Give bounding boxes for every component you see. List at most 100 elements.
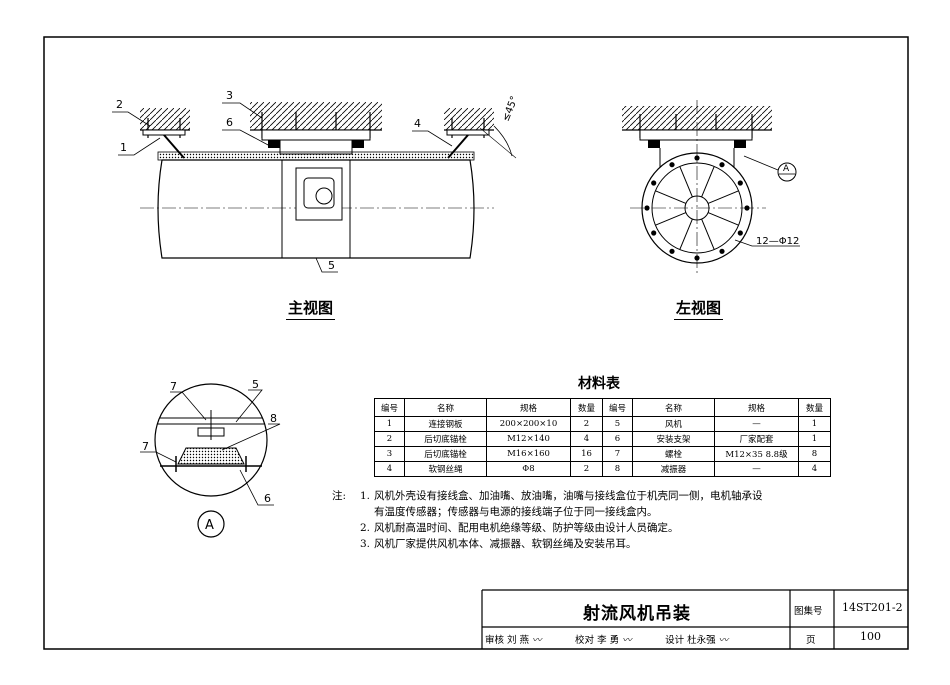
mounting-bracket [261,129,371,141]
note-number: 2. [359,522,370,534]
page-label: 页 [806,635,816,646]
checker-name: 李 勇 [597,635,620,646]
atlas-label: 图集号 [794,606,823,617]
materials-cell: M12×35 8.8级 [714,446,799,462]
materials-cell: 4 [570,431,603,447]
ceiling-hatch-center [250,102,382,130]
note-number [354,504,374,520]
flange-hole [669,248,675,254]
note-number: 3. [359,538,370,550]
callout-detail-5: 5 [252,378,259,391]
fan-blade [707,190,739,204]
materials-cell: 1 [798,431,831,447]
callout-main-6: 6 [226,116,233,129]
materials-header-row: 编号名称规格数量编号名称规格数量 [374,398,831,417]
flange-hole [719,162,725,168]
atlas-number: 14ST201-2 [842,601,903,614]
materials-cell: 4 [374,461,405,477]
reviewer-signature: 〰 [532,635,542,646]
flange-hole [737,180,743,186]
materials-cell: 安装支架 [632,431,715,447]
materials-cell: — [714,416,799,432]
hole-note: 12—Φ12 [756,236,799,247]
fan-top-band [157,151,475,161]
left-view-caption: 左视图 [674,297,724,320]
title-block-frame [481,589,908,649]
ceiling-hatch-left [140,108,190,130]
page-number: 100 [860,630,881,643]
callout-main-5: 5 [328,259,335,272]
materials-cell: 连接钢板 [404,416,487,432]
materials-cell: 200×200×10 [486,416,571,432]
callout-detail-6: 6 [264,492,271,505]
materials-cell: 2 [570,461,603,477]
materials-cell: 螺栓 [632,446,715,462]
callout-main-2: 2 [116,98,123,111]
callout-main-3: 3 [226,89,233,102]
fan-blade [679,218,693,250]
materials-header-cell: 数量 [570,398,603,417]
reviewer-name: 刘 燕 [507,635,530,646]
checker-signature: 〰 [622,635,632,646]
main-view-caption: 主视图 [286,297,336,320]
flange-hole [719,248,725,254]
section-marker-label: A [783,164,790,174]
note-text: 风机外壳设有接线盒、加油嘴、放油嘴，油嘴与接线盒位于机壳同一侧，电机轴承设 [374,490,763,502]
materials-cell: 减振器 [632,461,715,477]
side-bracket [639,129,753,141]
materials-cell: 3 [374,446,405,462]
callout-detail-7b: 7 [142,440,149,453]
review-label: 审核 [485,635,505,646]
main-view: ≤45° 2 1 3 6 4 5 [112,89,521,273]
materials-header-cell: 名称 [632,398,715,417]
materials-header-cell: 编号 [602,398,633,417]
left-view: A 12—Φ12 [622,100,800,276]
check-label: 校对 [575,635,595,646]
materials-cell: 5 [602,416,633,432]
materials-cell: 1 [374,416,405,432]
fan-blade [701,166,715,198]
materials-cell: 2 [570,416,603,432]
materials-cell: 4 [798,461,831,477]
note-item: 2. 风机耐高温时间、配用电机绝缘等级、防护等级由设计人员确定。 [354,520,852,536]
materials-title: 材料表 [578,376,620,392]
damper-block [177,447,245,465]
sheet-frame [43,36,909,650]
materials-cell: — [714,461,799,477]
materials-cell: 后切底锚栓 [404,431,487,447]
flange-hole [669,162,675,168]
design-label: 设计 [665,635,685,646]
materials-header-cell: 规格 [486,398,571,417]
materials-cell: 8 [798,446,831,462]
ceiling-hatch-right [444,108,494,130]
section-marker-circle [777,162,797,182]
detail-marker-label: A [205,518,214,533]
note-text: 风机厂家提供风机本体、减振器、软钢丝绳及安装吊耳。 [374,538,637,550]
flange-hole [651,180,657,186]
note-number: 1. [359,490,370,502]
note-item: 有温度传感器；传感器与电源的接线端子位于同一接线盒内。 [354,504,852,520]
materials-header-cell: 名称 [404,398,487,417]
signature-row: 审核 刘 燕 〰 校对 李 勇 〰 设计 杜永强 〰 [485,632,759,646]
designer-name: 杜永强 [687,635,716,646]
materials-cell: 8 [602,461,633,477]
callout-main-1: 1 [120,141,127,154]
callout-detail-7a: 7 [170,380,177,393]
materials-cell: 7 [602,446,633,462]
fan-blade [679,166,693,198]
detail-marker-circle [197,510,225,538]
materials-cell: 6 [602,431,633,447]
materials-cell: 厂家配套 [714,431,799,447]
materials-cell: 16 [570,446,603,462]
materials-cell: M12×140 [486,431,571,447]
materials-header-cell: 规格 [714,398,799,417]
materials-header-cell: 数量 [798,398,831,417]
note-text: 风机耐高温时间、配用电机绝缘等级、防护等级由设计人员确定。 [374,522,679,534]
